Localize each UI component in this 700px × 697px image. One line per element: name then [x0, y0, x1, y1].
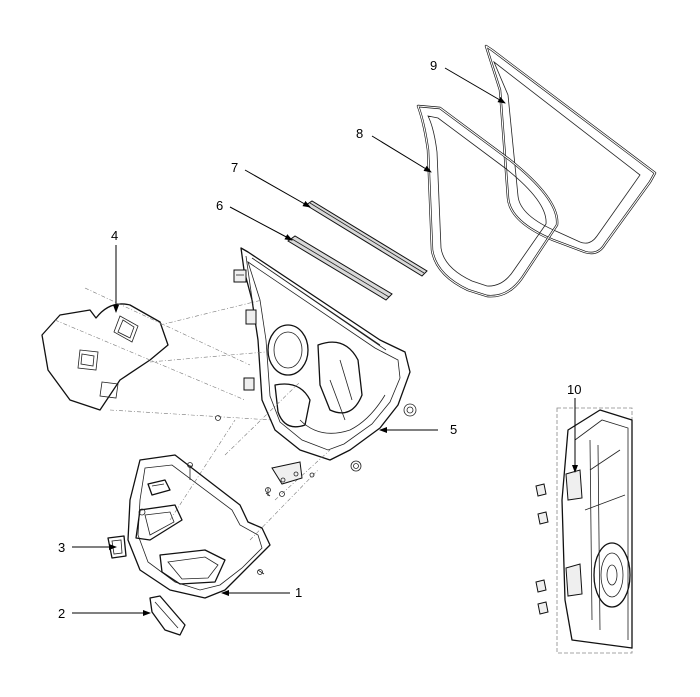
- callout-5: 5: [450, 422, 457, 437]
- outer-weatherstrip-part: [484, 44, 657, 255]
- callout-7: 7: [231, 160, 238, 175]
- callout-9: 9: [430, 58, 437, 73]
- callout-4: 4: [111, 228, 118, 243]
- weather-shield-part: [41, 303, 169, 411]
- hinge-bolt: [535, 483, 549, 615]
- detail-inset: [535, 407, 633, 654]
- callout-3: 3: [58, 540, 65, 555]
- door-inner-panel-part: [233, 247, 417, 472]
- leader-lines: [72, 67, 578, 616]
- callout-6: 6: [216, 198, 223, 213]
- belt-molding-upper-part: [305, 200, 428, 277]
- inner-weatherstrip-part: [416, 104, 559, 298]
- callout-10: 10: [567, 382, 581, 397]
- callout-2: 2: [58, 606, 65, 621]
- lower-cover-part: [149, 595, 186, 636]
- callout-8: 8: [356, 126, 363, 141]
- callout-1: 1: [295, 585, 302, 600]
- alignment-lines: [54, 287, 331, 541]
- door-trim-panel-part: [127, 415, 315, 599]
